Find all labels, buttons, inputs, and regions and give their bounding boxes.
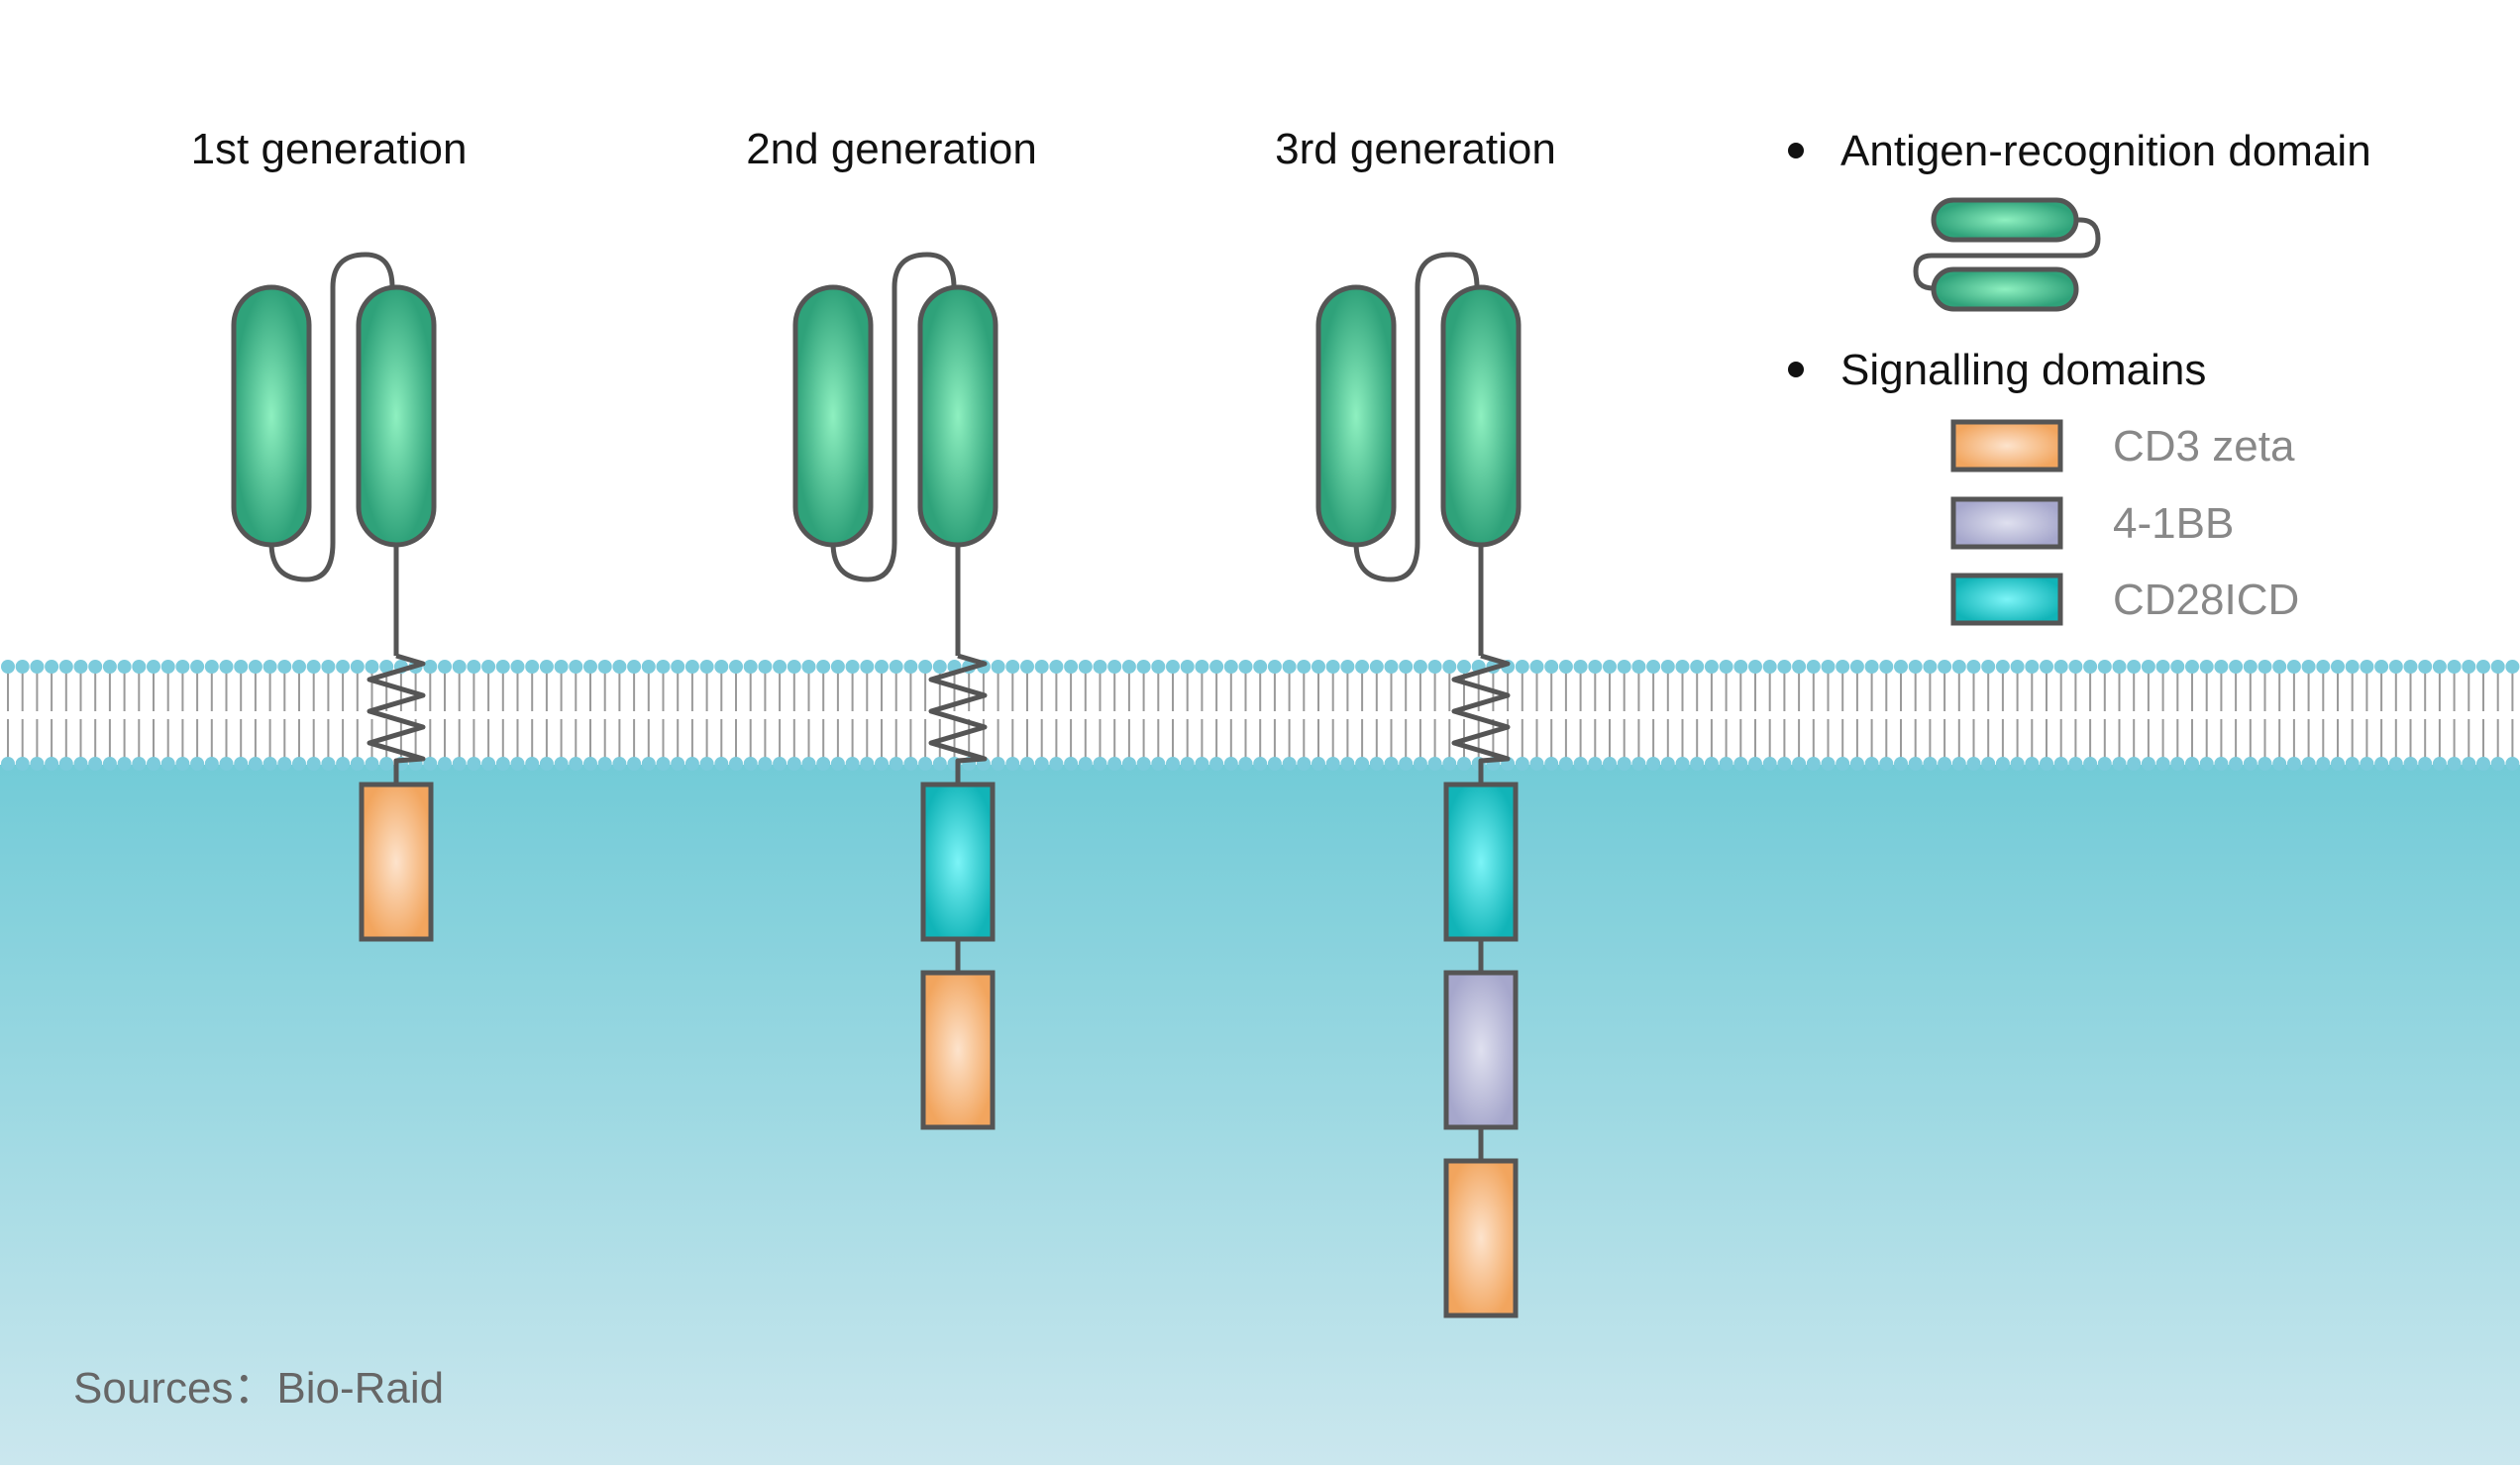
source-caption: Sources：Bio-Raid bbox=[73, 1364, 444, 1413]
bullet-icon bbox=[1788, 362, 1804, 377]
legend-swatch-4-1bb bbox=[1950, 496, 2063, 550]
signalling-domain-cd3zeta bbox=[1443, 1158, 1519, 1318]
generation-title-3: 3rd generation bbox=[1275, 125, 1556, 173]
bullet-icon bbox=[1788, 143, 1804, 158]
legend-signalling-heading: Signalling domains bbox=[1840, 346, 2206, 394]
antigen-vl-domain bbox=[792, 284, 874, 548]
lipid-tails bbox=[7, 673, 2514, 758]
antigen-vh-domain bbox=[356, 284, 437, 548]
legend-antigen-heading: Antigen-recognition domain bbox=[1840, 127, 2371, 175]
transmembrane-domain bbox=[1451, 653, 1511, 785]
legend-label-cd3zeta: CD3 zeta bbox=[2113, 422, 2295, 471]
antigen-domain-icon bbox=[1913, 197, 2101, 312]
generation-title-2: 2nd generation bbox=[746, 125, 1037, 173]
signalling-domain-4-1bb bbox=[1443, 970, 1519, 1130]
legend-swatch-cd3zeta bbox=[1950, 419, 2063, 472]
antigen-vl-domain bbox=[231, 284, 312, 548]
cell-membrane bbox=[1, 660, 2520, 771]
antigen-vl-domain bbox=[1315, 284, 1397, 548]
car-constructs bbox=[231, 252, 1522, 1318]
legend-label-cd28icd: CD28ICD bbox=[2113, 576, 2299, 624]
car-construct-gen-3 bbox=[1315, 252, 1522, 1318]
signalling-domain-cd3zeta bbox=[359, 782, 434, 942]
legend-label-4-1bb: 4-1BB bbox=[2113, 499, 2234, 548]
transmembrane-domain bbox=[367, 653, 426, 785]
car-construct-gen-2 bbox=[792, 252, 998, 1130]
car-construct-gen-1 bbox=[231, 252, 437, 942]
legend-swatch-cd28icd bbox=[1950, 573, 2063, 626]
transmembrane-domain bbox=[928, 653, 988, 785]
antigen-vh-domain bbox=[1440, 284, 1522, 548]
signalling-domain-cd28icd bbox=[920, 782, 996, 942]
legend: Antigen-recognition domain Signalling do… bbox=[1788, 127, 2371, 626]
antigen-vh-domain bbox=[917, 284, 998, 548]
signalling-domain-cd3zeta bbox=[920, 970, 996, 1130]
generation-title-1: 1st generation bbox=[191, 125, 468, 173]
lipid-heads bbox=[1, 660, 2520, 771]
signalling-domain-cd28icd bbox=[1443, 782, 1519, 942]
